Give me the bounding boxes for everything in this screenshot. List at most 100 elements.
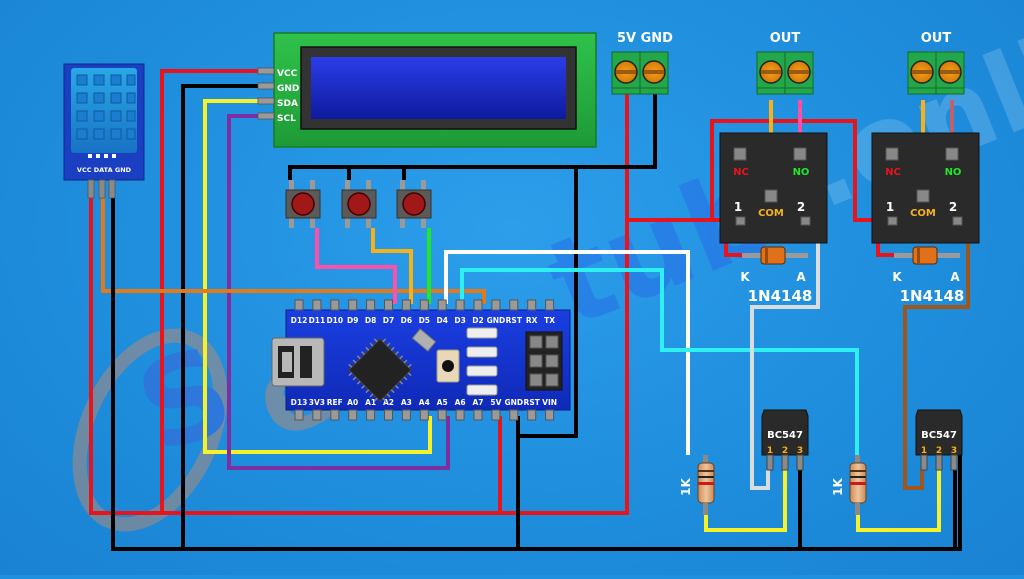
crystal	[411, 328, 437, 352]
wire-d4	[444, 250, 690, 455]
transistor-2-model: BC547	[921, 430, 957, 441]
wire-lcd-scl	[227, 114, 450, 470]
diode-1	[742, 246, 808, 265]
nano-pin-d12	[294, 299, 304, 311]
resistor-2-label: 1K	[831, 477, 845, 495]
nano-pin-label: D13	[291, 398, 308, 407]
nano-pin-label: GND	[504, 398, 523, 407]
wire-gnd-nano	[518, 167, 578, 438]
relay-2-coil1: 1	[886, 200, 894, 214]
lcd-pin-sda: SDA	[277, 99, 298, 109]
nano-pin-d13	[294, 409, 304, 421]
nano-pin-rx	[527, 299, 537, 311]
nano-pin-label: A6	[455, 398, 466, 407]
reset-button[interactable]	[436, 349, 460, 383]
push-buttons	[285, 180, 432, 228]
nano-pin-label: RST	[506, 316, 523, 325]
nano-pin-label: TX	[544, 316, 555, 325]
nano-pin-label: A4	[419, 398, 430, 407]
nano-pin-d3	[455, 299, 465, 311]
nano-pin-rst	[509, 299, 519, 311]
push-button-2[interactable]	[341, 180, 377, 228]
transistor-1: BC547 1 2 3	[761, 409, 809, 471]
smd-components	[466, 327, 498, 396]
power-terminal: 5V GND	[611, 31, 673, 95]
nano-pin-label: D7	[383, 316, 394, 325]
nano-pin-label: VIN	[542, 398, 557, 407]
wire-5v-main	[498, 86, 629, 515]
nano-pin-tx	[545, 299, 555, 311]
push-button-3[interactable]	[396, 180, 432, 228]
relay-2-out-label: OUT	[921, 31, 952, 46]
nano-pin-label: D2	[472, 316, 483, 325]
power-terminal-label: 5V GND	[617, 31, 673, 46]
wire-gnd-main	[288, 86, 657, 180]
nano-pin-label: 5V	[490, 398, 501, 407]
diode-1-a: A	[796, 270, 806, 284]
resistor-1: 1K	[679, 455, 715, 515]
wire-dht-data	[101, 195, 486, 304]
lcd-pin-gnd: GND	[277, 84, 299, 94]
transistor-2-pin3: 3	[951, 446, 957, 456]
nano-pin-label: D11	[309, 316, 326, 325]
nano-pin-gnd	[509, 409, 519, 421]
nano-pin-label: A1	[365, 398, 376, 407]
resistor-1-label: 1K	[679, 477, 693, 495]
nano-pin-a2	[384, 409, 393, 421]
transistor-2-pin2: 2	[936, 446, 942, 456]
nano-pin-gnd	[491, 299, 501, 311]
nano-pin-label: D8	[365, 316, 376, 325]
nano-pin-3v3	[312, 409, 322, 421]
nano-pin-d6	[401, 299, 411, 311]
wire-btn1-d7	[315, 228, 397, 304]
diode-2-a: A	[950, 270, 960, 284]
wire-dht-gnd	[111, 195, 962, 551]
relay-2-no: NO	[945, 167, 962, 178]
nano-pin-d2	[473, 299, 483, 311]
relay-1-coil2: 2	[797, 200, 805, 214]
nano-pin-a1	[366, 409, 376, 421]
lcd-display: VCC GND SDA SCL	[257, 32, 597, 148]
wire-dht-vcc	[89, 195, 162, 515]
nano-pin-label: REF	[327, 398, 343, 407]
transistor-2: BC547 1 2 3	[915, 409, 963, 471]
relay-1: OUT NC NO COM 1 2 K A 1N4148	[719, 31, 828, 305]
wire-5v-relay-top	[710, 119, 890, 222]
nano-pin-a0	[348, 409, 358, 421]
push-button-1[interactable]	[285, 180, 321, 228]
wire-t1-emitter	[704, 470, 787, 532]
nano-pin-a6	[455, 409, 465, 421]
usb-port	[271, 337, 325, 387]
nano-pin-label: A0	[347, 398, 358, 407]
nano-pin-label: D6	[401, 316, 412, 325]
nano-pin-label: A2	[383, 398, 394, 407]
nano-pin-a3	[401, 409, 411, 421]
transistor-1-pin2: 2	[782, 446, 788, 456]
relay-1-coil1: 1	[734, 200, 742, 214]
nano-pin-label: D12	[291, 316, 308, 325]
icsp-header	[525, 331, 563, 391]
nano-pin-label: D5	[419, 316, 430, 325]
lcd-pin-vcc: VCC	[277, 69, 298, 79]
relay-2-coil2: 2	[949, 200, 957, 214]
wire-btn2-d6	[371, 228, 413, 304]
resistor-2: 1K	[831, 455, 867, 515]
nano-pin-5v	[491, 409, 501, 421]
transistor-2-pin1: 1	[921, 446, 927, 456]
wire-lcd-gnd	[181, 84, 258, 549]
transistor-1-pin1: 1	[767, 446, 773, 456]
nano-pin-label: GND	[487, 316, 506, 325]
nano-pin-label: RX	[526, 316, 538, 325]
nano-pin-d10	[330, 299, 340, 311]
dht-sensor: VCC DATA GND	[63, 63, 145, 199]
nano-pin-label: A3	[401, 398, 412, 407]
nano-pin-label: D3	[454, 316, 465, 325]
nano-pin-label: RST	[524, 398, 541, 407]
relay-2: OUT NC NO COM 1 2 K A 1N4148	[871, 31, 980, 305]
wire-d3	[460, 268, 859, 455]
wire-lcd-sda	[203, 99, 432, 454]
